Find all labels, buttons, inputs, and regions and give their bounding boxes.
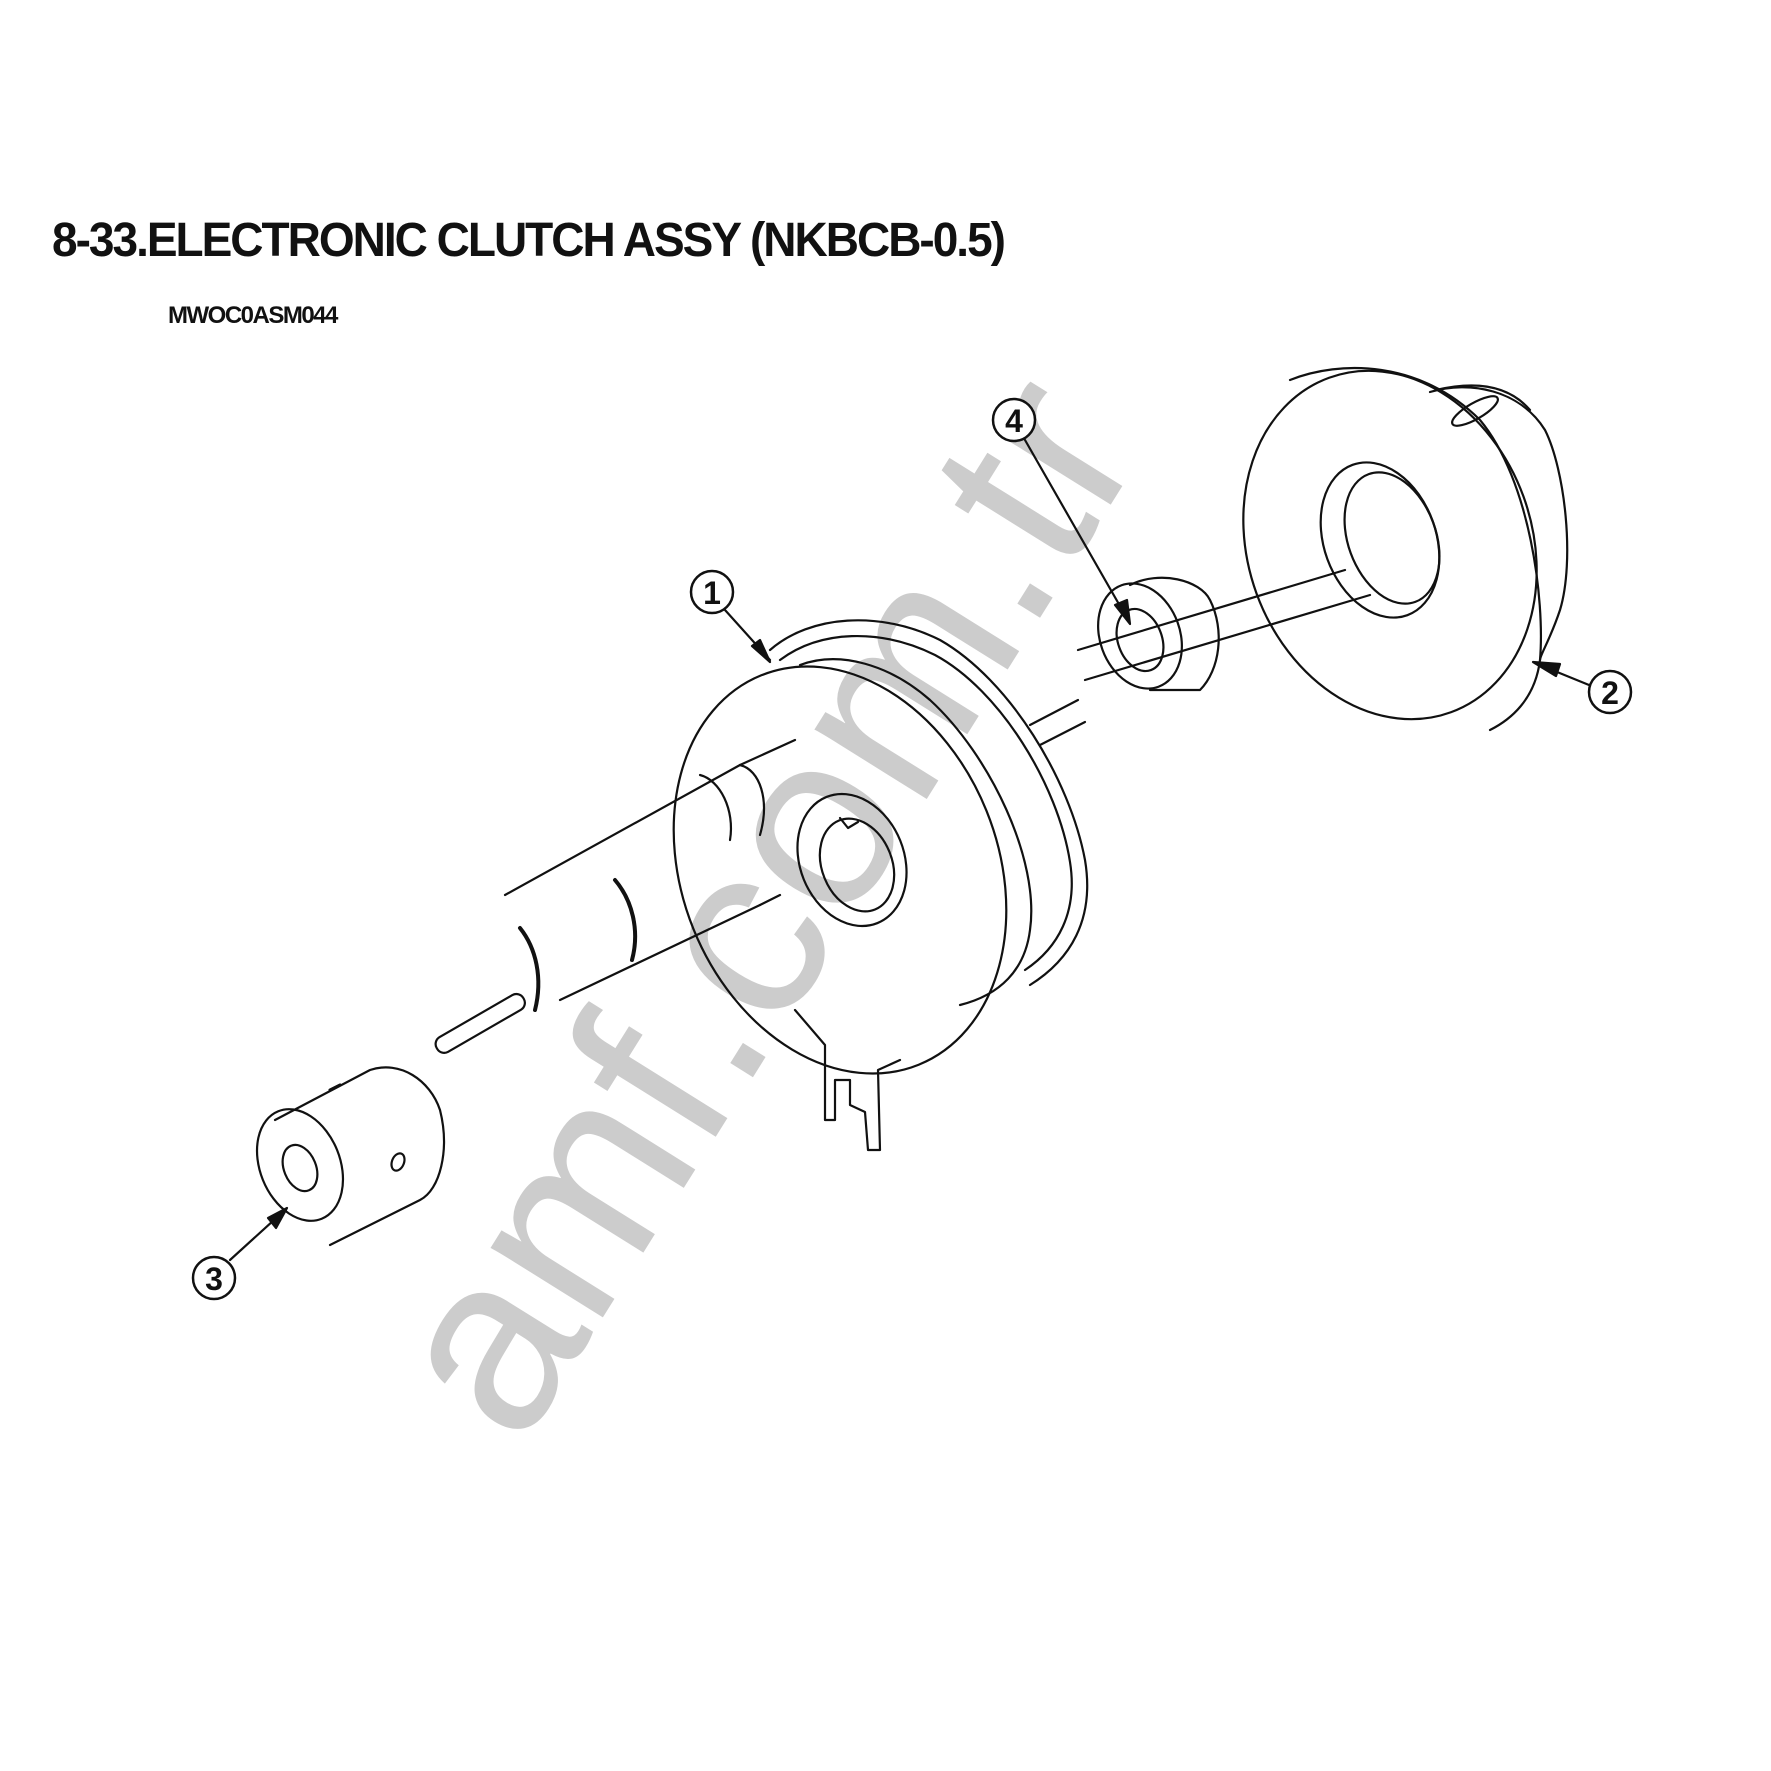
page-title: 8-33.ELECTRONIC CLUTCH ASSY (NKBCB-0.5) <box>52 211 1006 267</box>
svg-text:1: 1 <box>703 575 721 611</box>
shaft-centerline <box>1028 568 1372 747</box>
pulley-part-2 <box>1242 367 1569 732</box>
callout-1[interactable]: 1 <box>689 569 772 664</box>
collar-part-4 <box>1097 576 1220 692</box>
electronic-clutch-part-1 <box>672 619 1089 1152</box>
svg-text:3: 3 <box>205 1261 223 1297</box>
callout-3[interactable]: 3 <box>191 1206 289 1301</box>
svg-text:2: 2 <box>1601 675 1619 711</box>
callout-2[interactable]: 2 <box>1531 660 1633 715</box>
part-code: MWOC0ASM044 <box>168 302 338 329</box>
svg-text:4: 4 <box>1005 403 1023 439</box>
callout-4[interactable]: 4 <box>991 397 1132 626</box>
shaft-part-3 <box>255 738 797 1247</box>
